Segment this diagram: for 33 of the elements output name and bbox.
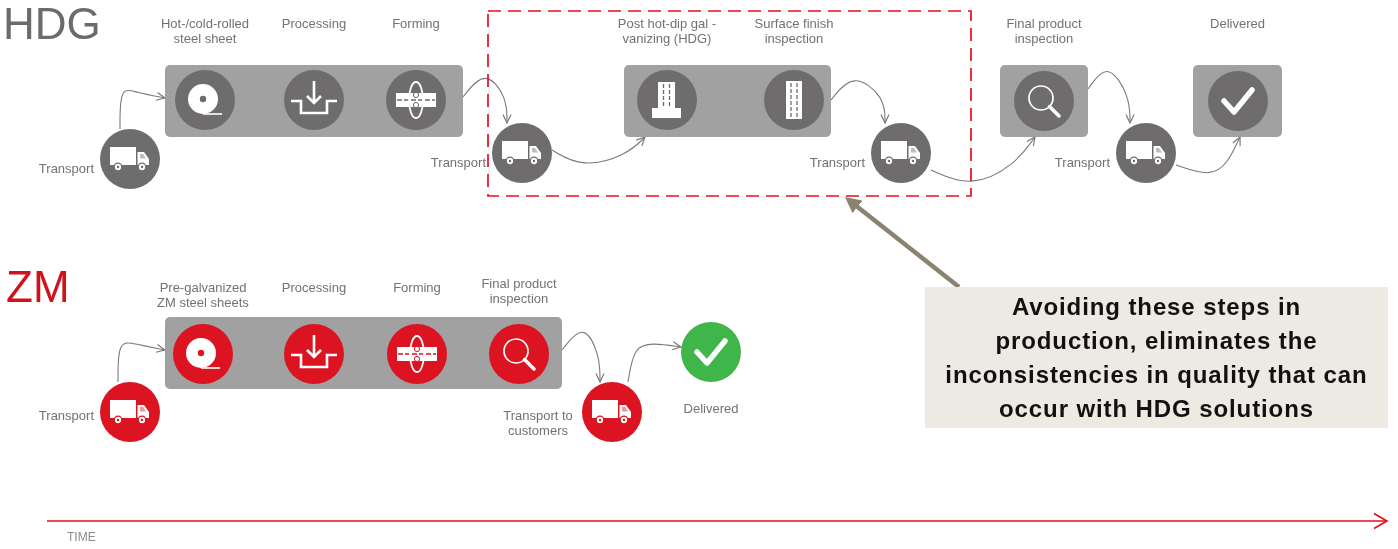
step-label: Transport to customers <box>502 408 574 438</box>
curved-arrow <box>117 342 166 383</box>
row-title: ZM <box>6 265 70 309</box>
step-label: Forming <box>393 280 441 295</box>
row-title: HDG <box>3 2 101 46</box>
step-label: Processing <box>281 280 347 295</box>
curved-arrow <box>561 331 605 383</box>
curved-arrow <box>119 89 166 130</box>
step-label: Transport <box>809 154 865 170</box>
step-label: Hot-/cold-rolled steel sheet <box>159 16 251 46</box>
step-label: Delivered <box>1210 16 1265 31</box>
curved-arrow <box>462 77 512 124</box>
step-label: Post hot-dip gal - vanizing (HDG) <box>616 16 718 46</box>
step-label: Transport <box>430 154 486 170</box>
step-label: Delivered <box>683 401 739 416</box>
axis-label: TIME <box>67 531 96 543</box>
step-label: Transport <box>38 407 94 423</box>
curved-arrow <box>551 136 646 164</box>
pointer-arrow <box>844 196 961 289</box>
curved-arrow <box>627 341 682 383</box>
curved-arrow <box>1087 71 1135 124</box>
step-label: Processing <box>281 16 347 31</box>
step-label: Pre-galvanized ZM steel sheets <box>156 280 250 310</box>
step-label: Forming <box>392 16 440 31</box>
curved-arrow <box>1175 136 1241 174</box>
curved-arrow <box>930 136 1036 182</box>
step-label: Final product inspection <box>480 276 558 306</box>
step-label: Surface finish inspection <box>753 16 835 46</box>
curved-arrow <box>830 80 890 124</box>
step-label: Transport <box>38 160 94 176</box>
step-label: Transport <box>1054 154 1110 170</box>
callout-note: Avoiding these steps in production, eliminates the inconsistencies in quality that can occur with HDG solutions <box>925 287 1388 428</box>
step-label: Final product inspection <box>1005 16 1083 46</box>
